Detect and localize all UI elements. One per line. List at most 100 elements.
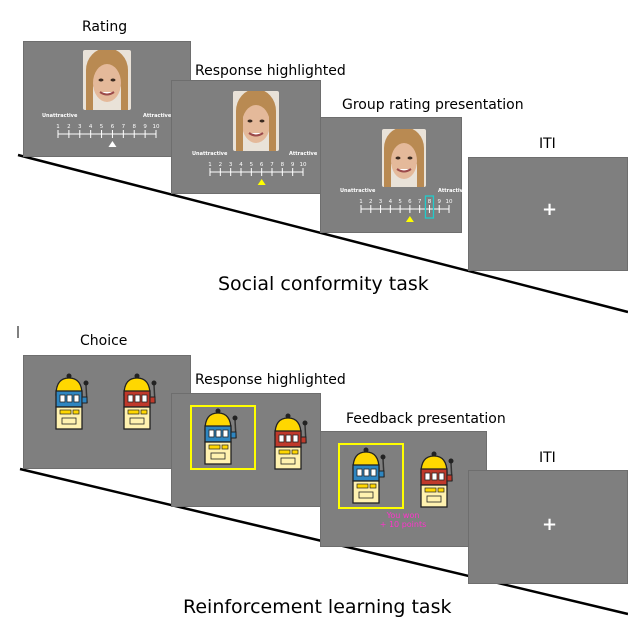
scale-tick-label: 7 xyxy=(122,124,126,130)
stage-label-feedback: Feedback presentation xyxy=(346,411,506,427)
scale-tick-label: 10 xyxy=(300,162,307,168)
scale-tick-label: 4 xyxy=(89,124,93,130)
scale-tick-label: 6 xyxy=(408,199,412,205)
coin-slot xyxy=(437,487,445,493)
scale-tick-label: 6 xyxy=(111,124,115,130)
coin-slot xyxy=(72,409,80,415)
panel-response-highlighted xyxy=(171,393,321,507)
scale-tick-label: 2 xyxy=(219,162,223,168)
scale-left-label: Unattractive xyxy=(192,151,228,157)
scale-tick-label: 4 xyxy=(239,162,243,168)
coin-slot xyxy=(208,444,221,450)
lever-knob xyxy=(232,415,238,421)
lever-base xyxy=(300,436,307,444)
reel-window xyxy=(278,434,285,443)
slot-machine-blue-icon xyxy=(204,408,238,465)
scale-tick-label: 5 xyxy=(398,199,402,205)
response-marker xyxy=(405,216,414,222)
scale-tick-label: 10 xyxy=(153,124,160,130)
reel-window xyxy=(208,429,215,438)
top-knob xyxy=(134,373,140,379)
scale-left-label: Unattractive xyxy=(42,113,78,119)
payout-tray xyxy=(358,491,374,499)
payout-tray xyxy=(280,457,296,465)
response-marker xyxy=(108,141,117,147)
reel-window xyxy=(141,394,148,403)
selection-highlight-box xyxy=(338,443,404,509)
selection-highlight-box xyxy=(190,405,256,470)
scale-tick-label: 3 xyxy=(379,199,383,205)
panel-choice xyxy=(23,355,191,469)
reel-window xyxy=(73,394,80,403)
stage-label-response-highlighted: Response highlighted xyxy=(195,63,346,79)
lever-knob xyxy=(448,458,454,464)
stage-label-group-rating: Group rating presentation xyxy=(342,97,524,113)
reel-window xyxy=(438,472,445,481)
fixation-cross: + xyxy=(542,199,558,220)
coin-slot xyxy=(278,449,291,455)
panel-feedback: You won + 10 points xyxy=(320,431,487,547)
slot-machine-blue-icon xyxy=(352,447,386,504)
feedback-line-2: + 10 points xyxy=(379,520,427,529)
coin-slot xyxy=(291,449,299,455)
face-image xyxy=(233,91,279,151)
reel-window xyxy=(222,429,229,438)
reel-window xyxy=(431,472,438,481)
reel-window xyxy=(424,472,431,481)
scale-tick-label: 9 xyxy=(143,124,147,130)
reel-window xyxy=(215,429,222,438)
scale-right-label: Attractive xyxy=(289,151,318,157)
social-task-title: Social conformity task xyxy=(218,273,429,295)
top-knob xyxy=(363,447,369,453)
payout-tray xyxy=(426,495,442,503)
reel-window xyxy=(370,468,377,477)
lever-base xyxy=(149,396,156,404)
scale-tick-label: 3 xyxy=(78,124,82,130)
scale-tick-label: 4 xyxy=(389,199,393,205)
lever-base xyxy=(230,431,237,439)
scale-tick-label: 1 xyxy=(208,162,212,168)
scale-tick-label: 8 xyxy=(281,162,285,168)
reinforcement-task-title: Reinforcement learning task xyxy=(183,596,452,618)
slot-machine-blue-icon xyxy=(55,373,89,430)
panel-iti: + xyxy=(468,157,628,271)
lever-knob xyxy=(151,380,157,386)
coin-slot xyxy=(59,409,72,415)
face-image xyxy=(83,50,131,110)
fixation-cross: + xyxy=(542,514,558,535)
reel-window xyxy=(59,394,66,403)
top-knob xyxy=(431,451,437,457)
slot-machine-red-icon xyxy=(420,451,454,508)
reel-window xyxy=(356,468,363,477)
top-knob xyxy=(285,413,291,419)
scale-tick-label: 7 xyxy=(418,199,422,205)
lever-knob xyxy=(380,454,386,460)
scale-tick-label: 2 xyxy=(369,199,373,205)
scale-tick-label: 9 xyxy=(291,162,295,168)
stage-label-response-highlighted: Response highlighted xyxy=(195,372,346,388)
scale-tick-label: 10 xyxy=(446,199,453,205)
reel-window xyxy=(134,394,141,403)
scale-tick-label: 8 xyxy=(428,199,432,205)
coin-slot xyxy=(369,483,377,489)
coin-slot xyxy=(127,409,140,415)
coin-slot xyxy=(424,487,437,493)
group-rating-box xyxy=(424,195,435,219)
top-knob xyxy=(215,408,221,414)
reel-window xyxy=(66,394,73,403)
response-marker xyxy=(257,179,266,185)
scale-tick-label: 3 xyxy=(229,162,233,168)
scale-tick-label: 8 xyxy=(132,124,136,130)
lever-knob xyxy=(302,420,308,426)
stage-label-choice: Choice xyxy=(80,333,128,349)
scale-tick-label: 1 xyxy=(359,199,363,205)
panel-iti: + xyxy=(468,470,628,584)
scale-tick-label: 9 xyxy=(437,199,441,205)
lever-knob xyxy=(83,380,89,386)
